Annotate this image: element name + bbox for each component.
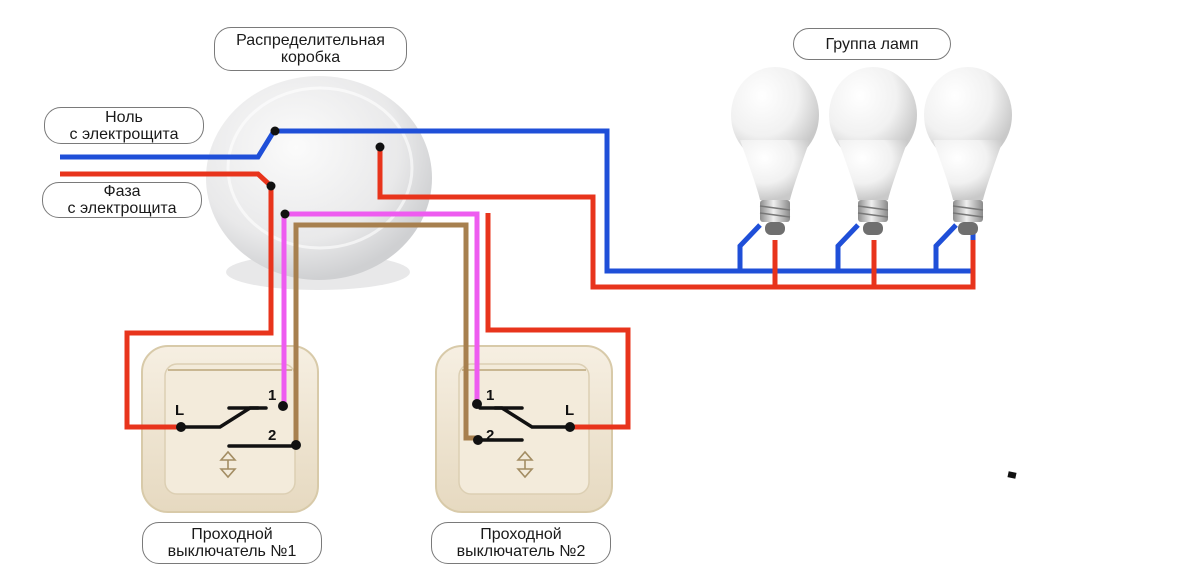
switch-2-terminal-l: L	[565, 402, 575, 419]
switch-2-dot-2	[473, 435, 483, 445]
switch-1-dot-1	[278, 401, 288, 411]
switch-1-terminal-2: 2	[268, 427, 277, 444]
neutral-tap-lamp-3	[933, 223, 958, 271]
neutral-label: Ноль с электрощита	[44, 107, 204, 144]
switch-1-contacts	[180, 406, 298, 448]
switch-1-terminal-l: L	[175, 402, 185, 419]
traveler-wire-1	[281, 211, 480, 406]
switch-2-dot-l	[565, 422, 575, 432]
phase-label: Фаза с электрощита	[42, 182, 202, 218]
switch-1-arrow-icon	[219, 450, 237, 479]
switch-2-terminal-2: 2	[486, 427, 495, 444]
junction-box-label: Распределительная коробка	[214, 27, 407, 71]
lamp-1	[731, 67, 819, 235]
neutral-tap-lamp-1	[737, 223, 762, 271]
phase-wire-input	[60, 171, 274, 430]
switch-1-dot-l	[176, 422, 186, 432]
switch-2-arrow-icon	[516, 450, 534, 479]
phase-wire-to-lamps	[377, 147, 976, 290]
switch-1-body	[141, 345, 319, 513]
junction-dot-phase	[266, 181, 276, 191]
phase-wire-switch2-l	[485, 213, 631, 430]
switch-2-label: Проходной выключатель №2	[431, 522, 611, 564]
lamp-group-label: Группа ламп	[793, 28, 951, 60]
traveler-wire-2	[293, 222, 478, 445]
switch-1-label: Проходной выключатель №1	[142, 522, 322, 564]
junction-dot-lamp-phase	[375, 142, 385, 152]
switch-1-terminal-1: 1	[268, 387, 277, 404]
switch-2-contacts	[476, 406, 572, 442]
switch-1-dot-2	[291, 440, 301, 450]
neutral-tap-lamp-2	[835, 223, 860, 271]
junction-box	[206, 76, 432, 290]
junction-dot-traveler	[280, 209, 290, 219]
lamp-2	[829, 67, 917, 235]
switch-2-dot-1	[472, 399, 482, 409]
junction-dot-neutral	[270, 126, 280, 136]
lamp-3	[924, 67, 1012, 235]
switch-2-terminal-1: 1	[486, 387, 495, 404]
